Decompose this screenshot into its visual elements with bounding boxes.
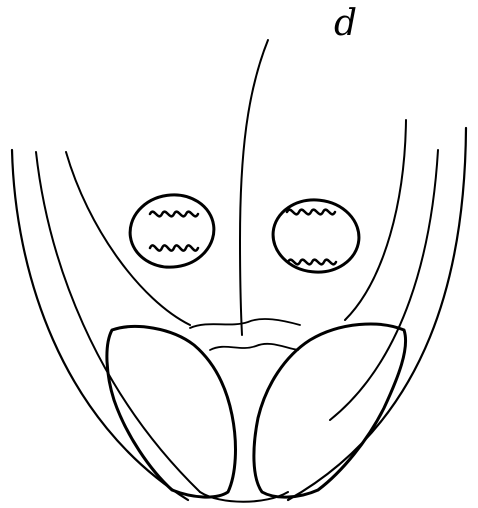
left-oval-lower-wave xyxy=(150,245,198,250)
right-oval-upper-wave xyxy=(287,210,335,215)
central-axis-line xyxy=(240,40,268,335)
right-oval-chamber xyxy=(269,196,362,277)
middle-wall-right xyxy=(330,150,438,420)
upper-notch xyxy=(190,319,300,328)
lower-notch xyxy=(210,344,298,350)
right-oval-lower-wave xyxy=(288,260,336,265)
left-oval-chamber xyxy=(125,190,218,273)
left-oval-upper-wave xyxy=(150,212,198,217)
panel-label: d xyxy=(334,6,357,42)
left-lobe xyxy=(107,326,236,497)
outer-wall-right xyxy=(288,128,466,500)
outer-wall-left xyxy=(12,150,188,500)
inner-wall-left xyxy=(66,152,190,325)
